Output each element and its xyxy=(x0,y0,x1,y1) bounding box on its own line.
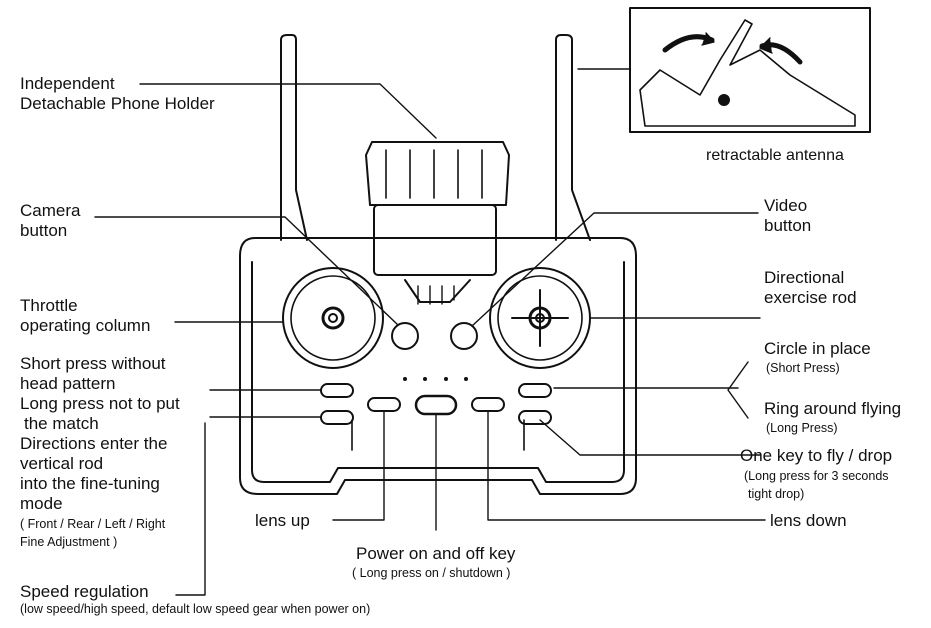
lens-up-label: lens up xyxy=(255,511,310,530)
antenna-label: retractable antenna xyxy=(706,147,844,164)
right-top-pill xyxy=(518,383,552,398)
controller-inner-outline xyxy=(251,261,625,483)
left-top-pill xyxy=(320,383,354,398)
left-bottom-pill xyxy=(320,410,354,425)
phone-holder-label-1: Independent xyxy=(20,74,115,93)
right-antenna xyxy=(555,34,591,241)
camera-button-shape xyxy=(391,322,419,350)
camera-button-label-1: Camera xyxy=(20,201,81,220)
directions-label-1: Directions enter the xyxy=(20,434,168,453)
lens-down-label: lens down xyxy=(770,511,847,530)
phone-holder xyxy=(365,141,510,305)
directions-label-4: mode xyxy=(20,494,63,513)
fly-drop-label: One key to fly / drop xyxy=(740,446,893,465)
directional-rod-label-1: Directional xyxy=(764,268,845,287)
ring-flying-label: Ring around flying xyxy=(764,399,902,418)
speed-regulation-note: (low speed/high speed, default low speed… xyxy=(20,602,371,616)
lens-up-pill xyxy=(367,397,401,412)
power-key-note: ( Long press on / shutdown ) xyxy=(352,566,511,580)
throttle-label-1: Throttle xyxy=(20,296,78,315)
directions-note-2: Fine Adjustment ) xyxy=(20,535,118,549)
antenna-inset xyxy=(629,7,871,133)
phone-holder-label-2: Detachable Phone Holder xyxy=(20,94,215,113)
right-bottom-pill xyxy=(518,410,552,425)
circle-in-place-label: Circle in place xyxy=(764,339,871,358)
video-button-label-1: Video xyxy=(764,196,808,215)
video-button-shape xyxy=(450,322,478,350)
fly-drop-note-2: tight drop) xyxy=(748,487,805,501)
camera-button-label-2: button xyxy=(20,221,68,240)
circle-in-place-note: (Short Press) xyxy=(766,361,840,375)
long-press-label-2: the match xyxy=(24,414,99,433)
right-gimbal xyxy=(489,267,591,369)
power-key-label: Power on and off key xyxy=(356,544,516,563)
short-press-label-1: Short press without xyxy=(20,354,166,373)
throttle-label-2: operating column xyxy=(20,316,151,335)
controller-body xyxy=(239,237,637,495)
video-button-label-2: button xyxy=(764,216,812,235)
short-press-label-2: head pattern xyxy=(20,374,116,393)
directions-label-2: vertical rod xyxy=(20,454,104,473)
directional-rod-label-2: exercise rod xyxy=(764,288,857,307)
ring-flying-note: (Long Press) xyxy=(766,421,838,435)
left-gimbal xyxy=(282,267,384,369)
lens-down-pill xyxy=(471,397,505,412)
directions-note-1: ( Front / Rear / Left / Right xyxy=(20,517,166,531)
speed-regulation-label: Speed regulation xyxy=(20,582,149,601)
long-press-label-1: Long press not to put xyxy=(20,394,180,413)
fly-drop-note-1: (Long press for 3 seconds xyxy=(744,469,889,483)
directions-label-3: into the fine-tuning xyxy=(20,474,160,493)
power-pill xyxy=(414,394,458,416)
left-antenna xyxy=(280,34,308,241)
